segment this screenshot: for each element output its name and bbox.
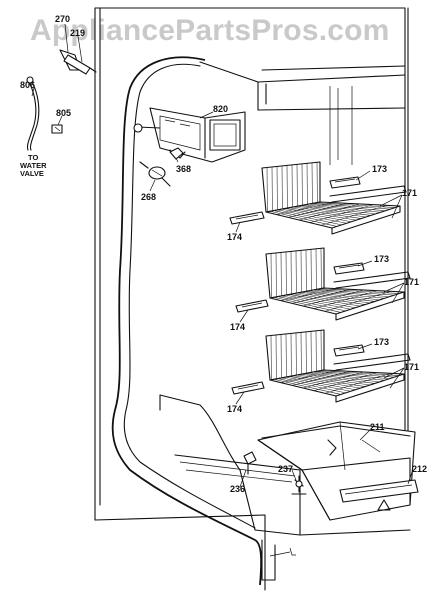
cabinet-frame <box>94 7 409 591</box>
wire-basket <box>265 329 411 403</box>
part-labels: 270 219 806 805 TO WATER VALVE 820 368 2… <box>20 14 427 494</box>
leader-lines <box>31 23 413 488</box>
part-label-174-low: 174 <box>227 404 242 414</box>
freezer-liner <box>111 56 411 586</box>
wire-basket <box>265 247 411 321</box>
part-label-212: 212 <box>412 464 427 474</box>
ice-maker-assembly <box>133 107 246 163</box>
wire-basket <box>261 161 407 235</box>
part-label-211: 211 <box>370 422 385 432</box>
part-label-268: 268 <box>141 192 156 202</box>
bucket-hardware <box>243 451 307 495</box>
water-line-parts <box>26 49 97 151</box>
part-label-173-mid: 173 <box>374 254 389 264</box>
ice-bucket <box>257 421 419 521</box>
part-label-174-top: 174 <box>227 232 242 242</box>
part-label-219: 219 <box>70 28 85 38</box>
shelf-rail-left <box>229 211 269 395</box>
part-label-174-mid: 174 <box>230 322 245 332</box>
part-label-171-top: 171 <box>402 188 417 198</box>
part-label-171-mid: 171 <box>404 277 419 287</box>
note-to: TO <box>28 153 38 162</box>
watermark: AppliancePartsPros.com <box>30 14 390 47</box>
part-label-805: 805 <box>56 108 71 118</box>
part-label-820: 820 <box>213 104 228 114</box>
note-water: WATER <box>20 161 47 170</box>
shelf-rail-right <box>329 176 365 357</box>
part-label-236: 236 <box>230 484 245 494</box>
part-label-173-low: 173 <box>374 337 389 347</box>
wire-baskets <box>261 161 411 403</box>
part-label-806: 806 <box>20 80 35 90</box>
part-label-173-top: 173 <box>372 164 387 174</box>
part-label-270: 270 <box>55 14 70 24</box>
part-label-171-low: 171 <box>404 362 419 372</box>
part-label-237: 237 <box>278 464 293 474</box>
part-label-368: 368 <box>176 164 191 174</box>
part-268-fitting <box>139 161 171 187</box>
note-valve: VALVE <box>20 169 44 178</box>
